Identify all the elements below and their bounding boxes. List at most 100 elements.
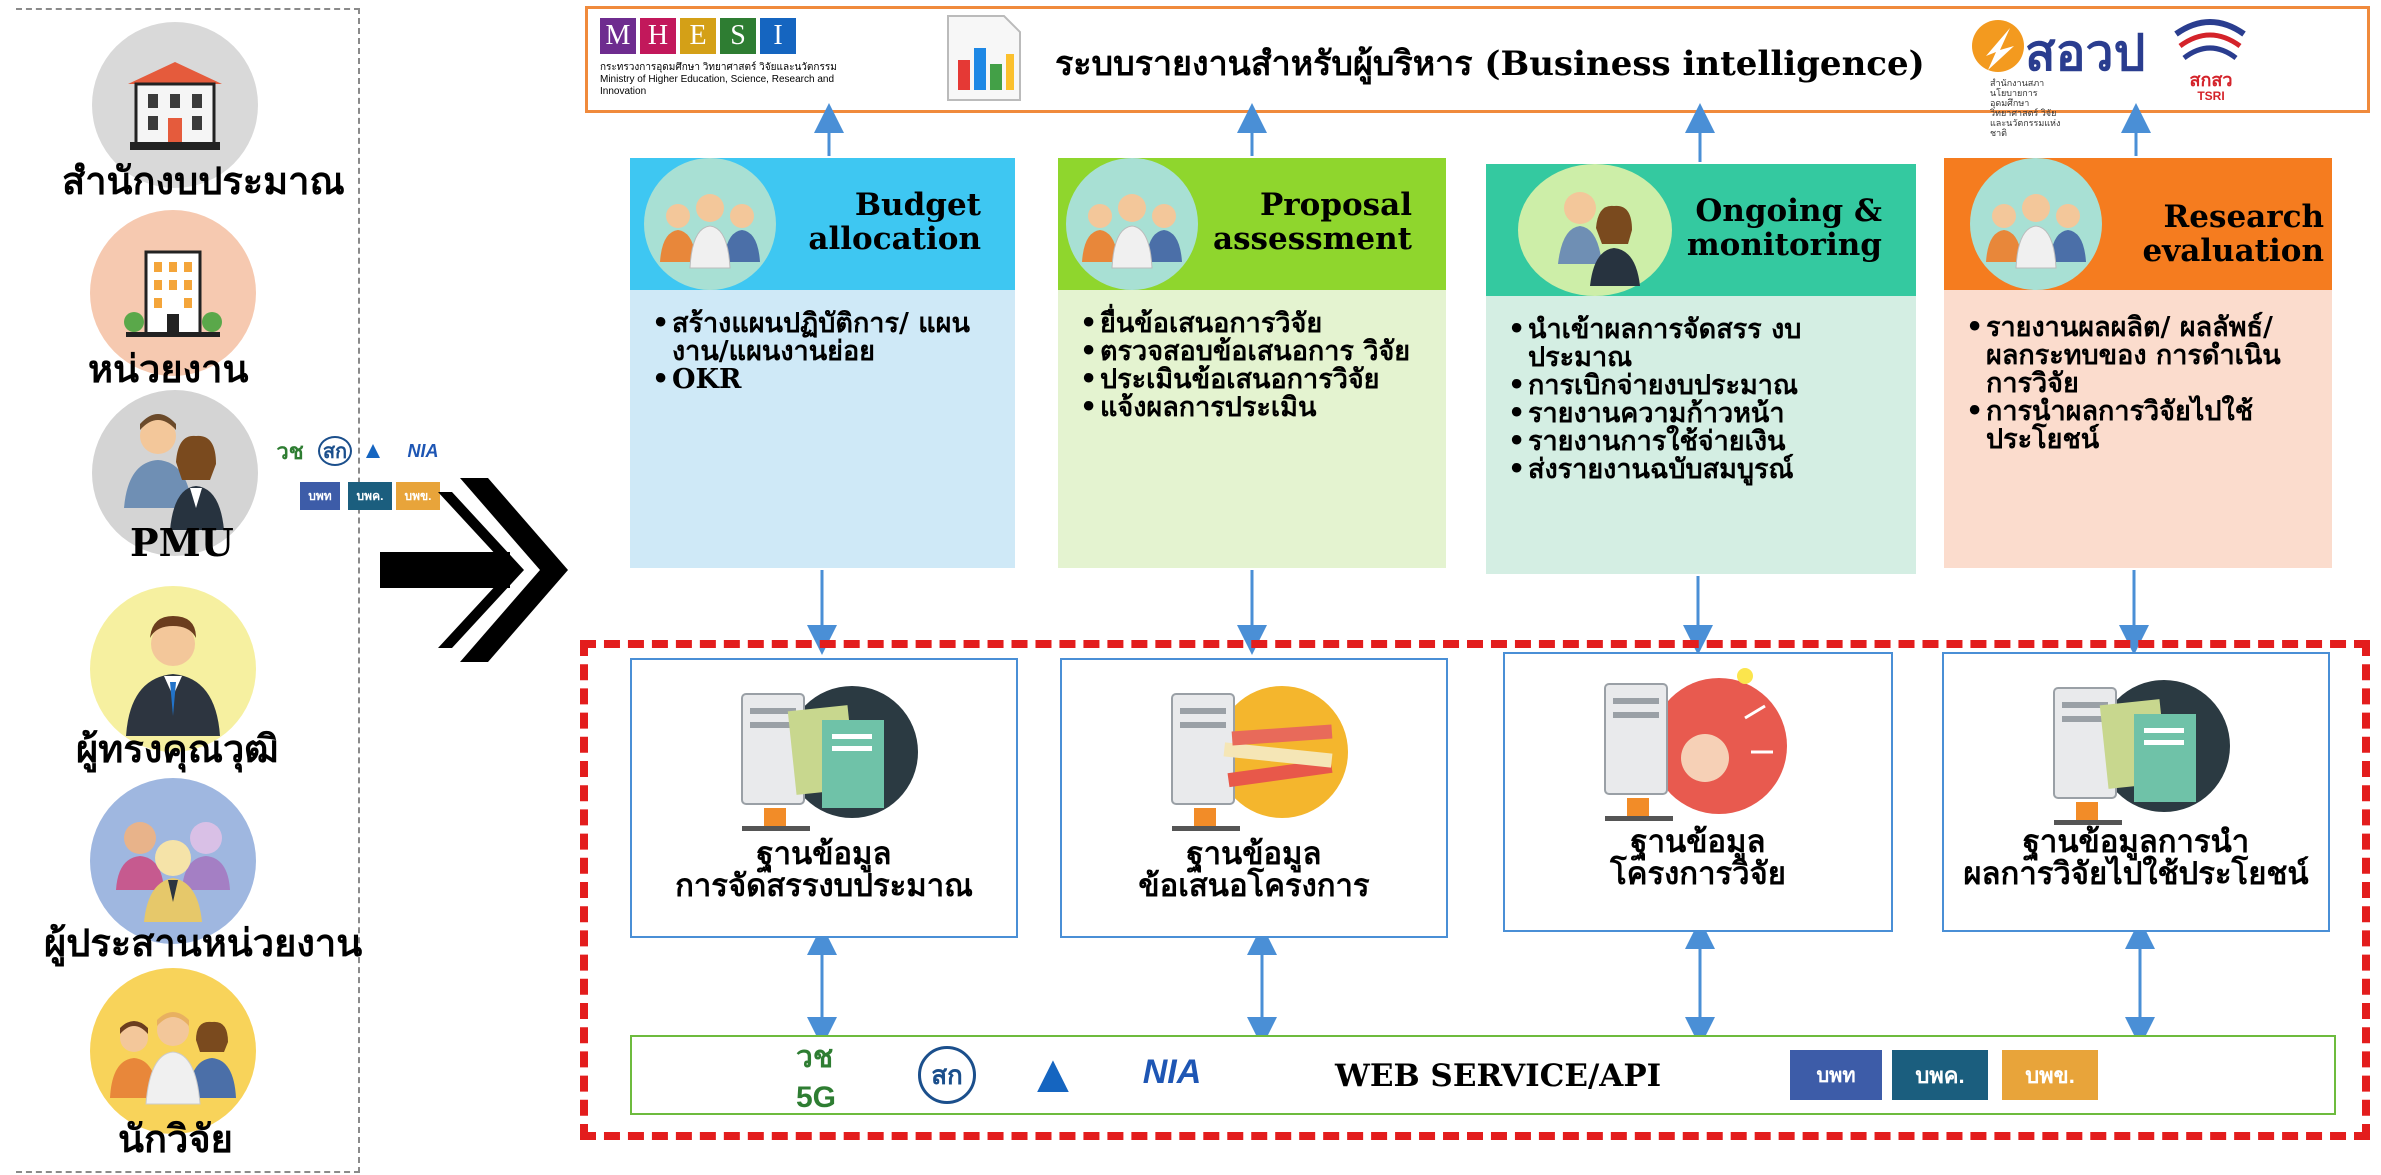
- database-budget-allocation: ฐานข้อมูล การจัดสรรงบประมาณ: [630, 658, 1018, 938]
- bullet-item: รายงานการใช้จ่ายเงิน: [1508, 428, 1902, 457]
- mhesi-letter: S: [720, 18, 756, 54]
- mhesi-subtitle-th: กระทรวงการอุดมศึกษา วิทยาศาสตร์ วิจัยและ…: [600, 62, 837, 73]
- team-avatar-icon: [644, 158, 776, 290]
- government-building-icon: [128, 62, 222, 150]
- team-icon: [110, 1012, 236, 1105]
- actor-agency: [90, 210, 256, 376]
- tsri2-logo: สกสว TSRI: [2176, 70, 2246, 104]
- bullet-item: ประเมินข้อเสนอการวิจัย: [1080, 366, 1432, 395]
- stakeholder-column: [16, 8, 360, 1173]
- tsri2-logo-text: สกสว: [2189, 70, 2233, 90]
- pmu-c-logo-icon: บพข.: [2002, 1050, 2098, 1100]
- phase-title-line: Budget: [854, 187, 981, 223]
- header-bar: [585, 6, 2370, 113]
- mhesi-letter: I: [760, 18, 796, 54]
- user-group-icon: [116, 822, 230, 922]
- phase-card-ongoing-monitoring: Ongoing & monitoring นำเข้าผลการจัดสรร ง…: [1486, 164, 1916, 574]
- database-label: ฐานข้อมูล โครงการวิจัย: [1505, 826, 1891, 890]
- trf-logo-icon: สก: [318, 436, 352, 466]
- mhesi-letter: M: [600, 18, 636, 54]
- bullet-item: นำเข้าผลการจัดสรร งบประมาณ: [1508, 316, 1902, 372]
- database-research-utilization: ฐานข้อมูลการนำ ผลการวิจัยไปใช้ประโยชน์: [1942, 652, 2330, 932]
- businessman-icon: [126, 616, 220, 736]
- mhesi-subtitle: กระทรวงการอุดมศึกษา วิทยาศาสตร์ วิจัยและ…: [600, 62, 840, 98]
- phase-card-budget-allocation: Budget allocation สร้างแผนปฏิบัติการ/ แผ…: [630, 158, 1015, 568]
- bullet-item: การเบิกจ่ายงบประมาณ: [1508, 372, 1902, 401]
- phase-bullet-list: ยื่นข้อเสนอการวิจัย ตรวจสอบข้อเสนอการ วิ…: [1080, 310, 1432, 423]
- bullet-item: ยื่นข้อเสนอการวิจัย: [1080, 310, 1432, 339]
- bullet-item: แจ้งผลการประเมิน: [1080, 394, 1432, 423]
- phase-title-line: monitoring: [1686, 227, 1882, 263]
- people-pair-avatar-icon: [1518, 164, 1672, 296]
- database-label-line: การจัดสรรงบประมาณ: [675, 868, 973, 904]
- bullet-item: รายงานผลผลิต/ ผลลัพธ์/ผลกระทบของ การดำเน…: [1966, 314, 2318, 398]
- phase-title-line: evaluation: [2142, 233, 2324, 269]
- actor-label-expert: ผู้ทรงคุณวุฒิ: [76, 726, 279, 771]
- actor-label-budget-bureau: สำนักงบประมาณ: [62, 158, 345, 203]
- phase-card-research-evaluation: Research evaluation รายงานผลผลิต/ ผลลัพธ…: [1944, 158, 2332, 568]
- actor-budget-bureau: [92, 22, 258, 188]
- phase-bullet-list: นำเข้าผลการจัดสรร งบประมาณ การเบิกจ่ายงบ…: [1508, 316, 1902, 485]
- server-documents-icon: [2053, 680, 2230, 825]
- web-service-label: WEB SERVICE/API: [1335, 1058, 1662, 1094]
- phase-bullet-list: รายงานผลผลิต/ ผลลัพธ์/ผลกระทบของ การดำเน…: [1966, 314, 2318, 454]
- mhesi-letter: E: [680, 18, 716, 54]
- phase-title: Research evaluation: [2142, 200, 2324, 268]
- bullet-item: การนำผลการวิจัยไปใช้ ประโยชน์: [1966, 398, 2318, 454]
- database-label-line: ฐานข้อมูล: [756, 836, 892, 872]
- triangle-logo-icon: ▲: [361, 437, 385, 464]
- phase-title-line: Proposal: [1260, 187, 1412, 223]
- phase-title: Proposal assessment: [1213, 188, 1412, 256]
- database-label: ฐานข้อมูล การจัดสรรงบประมาณ: [632, 838, 1016, 902]
- phase-title-line: assessment: [1212, 221, 1412, 257]
- database-label-line: ข้อเสนอโครงการ: [1138, 868, 1370, 904]
- tsri-logo-text: สอวป: [2025, 25, 2146, 81]
- triangle-logo-icon: ▲: [1026, 1044, 1080, 1104]
- pmu-a-logo-icon: บพท: [1790, 1050, 1882, 1100]
- pmu-b-logo-icon: บพค.: [348, 482, 392, 510]
- mhesi-letter: H: [640, 18, 676, 54]
- team-avatar-icon: [1066, 158, 1198, 290]
- database-zone: [580, 640, 2370, 1140]
- actor-bg: [90, 968, 256, 1134]
- bullet-item: ส่งรายงานฉบับสมบูรณ์: [1508, 456, 1902, 485]
- tsri-logo-subtitle: สำนักงานสภานโยบายการอุดมศึกษา วิทยาศาสตร…: [1990, 78, 2061, 138]
- bullet-item: สร้างแผนปฏิบัติการ/ แผนงาน/แผนงานย่อย: [652, 310, 1001, 366]
- trf-logo-icon: สก: [918, 1046, 976, 1104]
- database-proposals: ฐานข้อมูล ข้อเสนอโครงการ: [1060, 658, 1448, 938]
- server-books-icon: [1171, 686, 1348, 831]
- nrct-logo-icon: วช: [276, 438, 304, 464]
- phase-title-line: Ongoing &: [1695, 193, 1882, 229]
- bullet-item: OKR: [652, 366, 1001, 395]
- phase-bullet-list: สร้างแผนปฏิบัติการ/ แผนงาน/แผนงานย่อย OK…: [652, 310, 1001, 395]
- page-title: ระบบรายงานสำหรับผู้บริหาร (Business inte…: [1055, 44, 1925, 84]
- actor-label-pmu: PMU: [130, 520, 234, 565]
- actor-label-agency: หน่วยงาน: [88, 346, 249, 391]
- office-tower-icon: [124, 250, 222, 337]
- phase-title-line: Research: [2163, 199, 2325, 235]
- report-chart-icon: [947, 15, 1021, 101]
- database-label-line: ฐานข้อมูล: [1630, 824, 1766, 860]
- bullet-item: ตรวจสอบข้อเสนอการ วิจัย: [1080, 338, 1432, 367]
- pmu-c-logo-icon: บพข.: [396, 482, 440, 510]
- pmu-b-logo-icon: บพค.: [1892, 1050, 1988, 1100]
- database-research-projects: ฐานข้อมูล โครงการวิจัย: [1503, 652, 1893, 932]
- server-idea-icon: [1604, 668, 1787, 821]
- phase-title-line: allocation: [808, 221, 981, 257]
- actor-coordinator: [90, 778, 256, 944]
- tsri2-logo-subtitle: TSRI: [2197, 89, 2225, 103]
- actor-label-coordinator: ผู้ประสานหน่วยงาน: [44, 920, 363, 965]
- database-label-line: ฐานข้อมูลการนำ: [2022, 824, 2250, 860]
- nrct-logo-icon: วช 5G: [796, 1040, 836, 1114]
- actor-expert: [90, 586, 256, 752]
- nia-logo-icon: NIA: [1142, 1052, 1202, 1091]
- phase-title: Ongoing & monitoring: [1687, 194, 1882, 262]
- phase-title: Budget allocation: [808, 188, 981, 256]
- actor-label-researcher: นักวิจัย: [118, 1116, 233, 1161]
- database-label-line: ฐานข้อมูล: [1186, 836, 1322, 872]
- database-label-line: ผลการวิจัยไปใช้ประโยชน์: [1963, 856, 2309, 892]
- server-documents-icon: [741, 686, 918, 831]
- database-label: ฐานข้อมูลการนำ ผลการวิจัยไปใช้ประโยชน์: [1944, 826, 2328, 890]
